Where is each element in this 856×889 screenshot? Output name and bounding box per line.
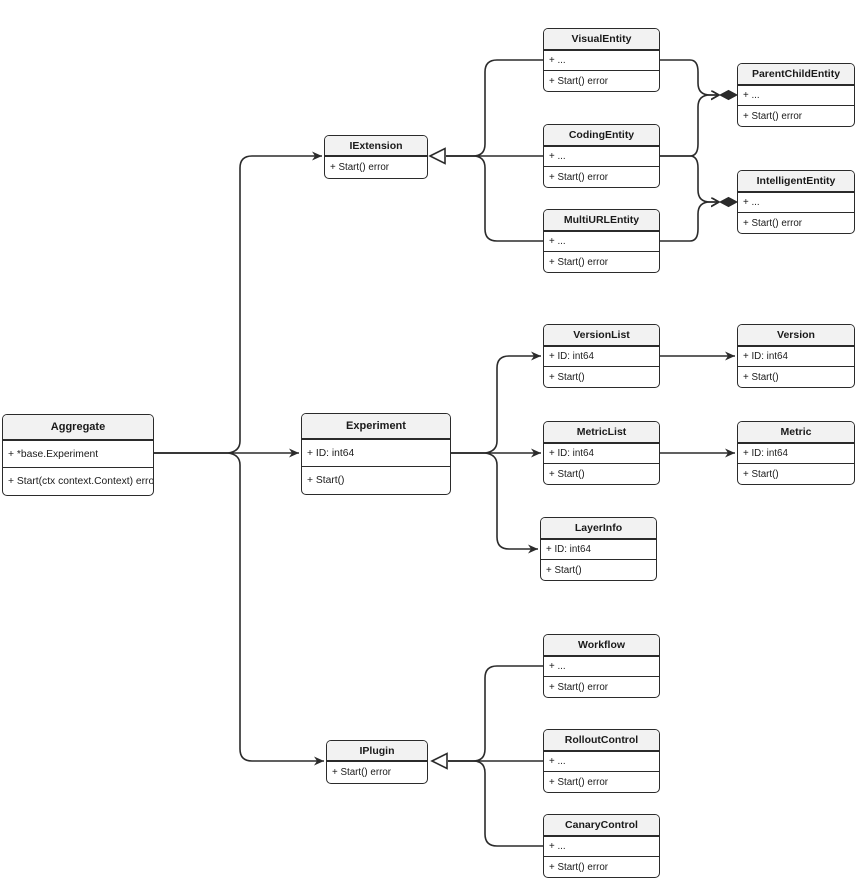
class-box-multiurlentity: MultiURLEntity+ ... + Start() error xyxy=(543,209,660,273)
class-title: IntelligentEntity xyxy=(738,171,854,193)
edge-multiurlentity-iextension xyxy=(446,155,543,242)
class-title: RolloutControl xyxy=(544,730,659,752)
class-title: Experiment xyxy=(302,414,450,440)
class-title: MetricList xyxy=(544,422,659,444)
class-member: + ... xyxy=(544,147,659,167)
class-member: + Start() xyxy=(546,564,582,576)
class-box-visualentity: VisualEntity+ ... + Start() error xyxy=(543,28,660,92)
edge-visualentity-iextension xyxy=(446,59,543,157)
class-title: LayerInfo xyxy=(541,518,656,540)
class-member: + ... xyxy=(738,86,854,106)
class-member: + Start() xyxy=(743,468,779,480)
class-title: VersionList xyxy=(544,325,659,347)
class-member: + Start() error xyxy=(549,256,609,268)
edge-aggregate-iplugin xyxy=(154,452,324,766)
class-member: + Start() error xyxy=(743,217,803,229)
class-member: + ID: int64 xyxy=(738,444,854,464)
class-member: + Start(ctx context.Context) error xyxy=(8,476,154,487)
class-box-version: Version+ ID: int64 + Start() xyxy=(737,324,855,388)
class-member: + Start() error xyxy=(332,767,392,778)
class-box-aggregate: Aggregate+ *base.Experiment + Start(ctx c… xyxy=(2,414,154,496)
class-title: IPlugin xyxy=(327,741,427,762)
class-member: + Start() error xyxy=(330,162,390,173)
class-member: + ... xyxy=(738,193,854,213)
class-title: Version xyxy=(738,325,854,347)
class-box-experiment: Experiment+ ID: int64 + Start() xyxy=(301,413,451,495)
class-member: + ID: int64 xyxy=(738,347,854,367)
class-member: + Start() error xyxy=(549,681,609,693)
edge-visualentity-parentchildentity xyxy=(660,59,719,95)
edge-workflow-iplugin xyxy=(448,665,543,762)
edge-experiment-layerinfo xyxy=(451,452,538,554)
class-title: CodingEntity xyxy=(544,125,659,147)
class-member: + ... xyxy=(544,51,659,71)
class-member: + Start() error xyxy=(549,776,609,788)
edge-canarycontrol-iplugin xyxy=(448,760,543,847)
class-title: CanaryControl xyxy=(544,815,659,837)
class-title: ParentChildEntity xyxy=(738,64,854,86)
class-box-metric: Metric+ ID: int64 + Start() xyxy=(737,421,855,485)
composition-diamond-parentchildentity xyxy=(718,89,739,101)
class-member: + Start() xyxy=(307,475,345,486)
class-box-codingentity: CodingEntity+ ... + Start() error xyxy=(543,124,660,188)
class-member: + ... xyxy=(544,837,659,857)
class-member: + ID: int64 xyxy=(541,540,656,560)
class-title: IExtension xyxy=(325,136,427,157)
class-member: + ... xyxy=(544,232,659,252)
class-title: Metric xyxy=(738,422,854,444)
realization-arrowhead-iextension xyxy=(428,147,446,165)
class-member: + Start() xyxy=(549,468,585,480)
class-box-workflow: Workflow+ ... + Start() error xyxy=(543,634,660,698)
class-member: + Start() error xyxy=(743,110,803,122)
class-member: + *base.Experiment xyxy=(3,441,153,468)
class-member: + ... xyxy=(544,752,659,772)
class-member: + Start() xyxy=(743,371,779,383)
class-box-rolloutcontrol: RolloutControl+ ... + Start() error xyxy=(543,729,660,793)
class-title: Aggregate xyxy=(3,415,153,441)
class-title: VisualEntity xyxy=(544,29,659,51)
class-member: + ID: int64 xyxy=(544,347,659,367)
class-box-layerinfo: LayerInfo+ ID: int64 + Start() xyxy=(540,517,657,581)
composition-diamond-intelligententity xyxy=(718,196,739,208)
class-box-canarycontrol: CanaryControl+ ... + Start() error xyxy=(543,814,660,878)
edge-codingentity-intelligententity xyxy=(660,155,719,202)
class-member: + Start() error xyxy=(549,861,609,873)
class-member: + Start() xyxy=(549,371,585,383)
edge-experiment-versionlist xyxy=(451,351,541,454)
edge-codingentity-parentchildentity xyxy=(660,95,719,157)
class-member: + ... xyxy=(544,657,659,677)
class-box-iextension: IExtension + Start() error xyxy=(324,135,428,179)
class-box-intelligententity: IntelligentEntity+ ... + Start() error xyxy=(737,170,855,234)
class-box-parentchildentity: ParentChildEntity+ ... + Start() error xyxy=(737,63,855,127)
class-member: + Start() error xyxy=(549,171,609,183)
class-box-iplugin: IPlugin + Start() error xyxy=(326,740,428,784)
edge-multiurlentity-intelligententity xyxy=(660,202,719,242)
realization-arrowhead-iplugin xyxy=(430,752,448,770)
class-member: + Start() error xyxy=(549,75,609,87)
class-box-versionlist: VersionList+ ID: int64 + Start() xyxy=(543,324,660,388)
class-member: + ID: int64 xyxy=(302,440,450,467)
edge-aggregate-iextension xyxy=(154,151,322,454)
class-member: + ID: int64 xyxy=(544,444,659,464)
class-title: MultiURLEntity xyxy=(544,210,659,232)
class-title: Workflow xyxy=(544,635,659,657)
class-box-metriclist: MetricList+ ID: int64 + Start() xyxy=(543,421,660,485)
